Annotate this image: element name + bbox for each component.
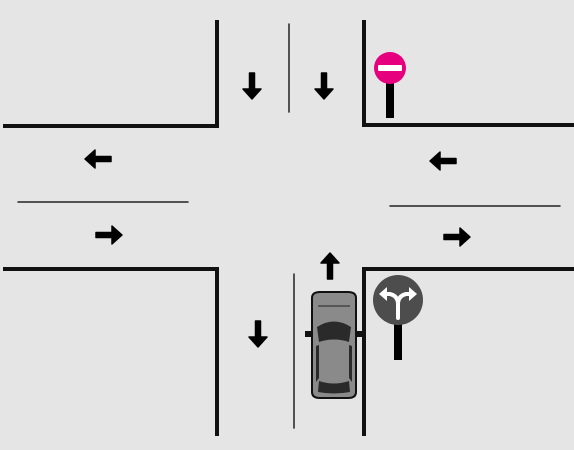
curb-top-right: [362, 20, 574, 127]
car-mirror-right: [355, 331, 363, 337]
car-side-window-right: [349, 345, 352, 382]
lane-lines: [17, 23, 561, 429]
curb-bottom-left: [3, 267, 219, 436]
right-arrowhead: [409, 287, 417, 301]
car-mirror-left: [305, 331, 313, 337]
car-side-window-left: [316, 345, 319, 382]
sign-post: [394, 318, 402, 360]
no-entry-sign: [374, 52, 406, 118]
turn-left-or-right-sign: [373, 275, 423, 360]
car-top-view-icon: [305, 291, 363, 399]
turn-arrow-heads: [379, 287, 417, 301]
curb-top-left: [3, 20, 219, 128]
right-turn-stroke: [396, 292, 414, 306]
no-entry-bar: [378, 65, 402, 71]
road-curbs: [3, 20, 574, 436]
sign-post: [386, 82, 394, 118]
car-body: [311, 291, 357, 399]
curb-bottom-right: [362, 267, 574, 436]
car-windshield: [317, 321, 351, 342]
left-arrowhead: [379, 287, 387, 301]
turn-arrows: [382, 292, 414, 320]
car-rear-window: [318, 381, 350, 394]
